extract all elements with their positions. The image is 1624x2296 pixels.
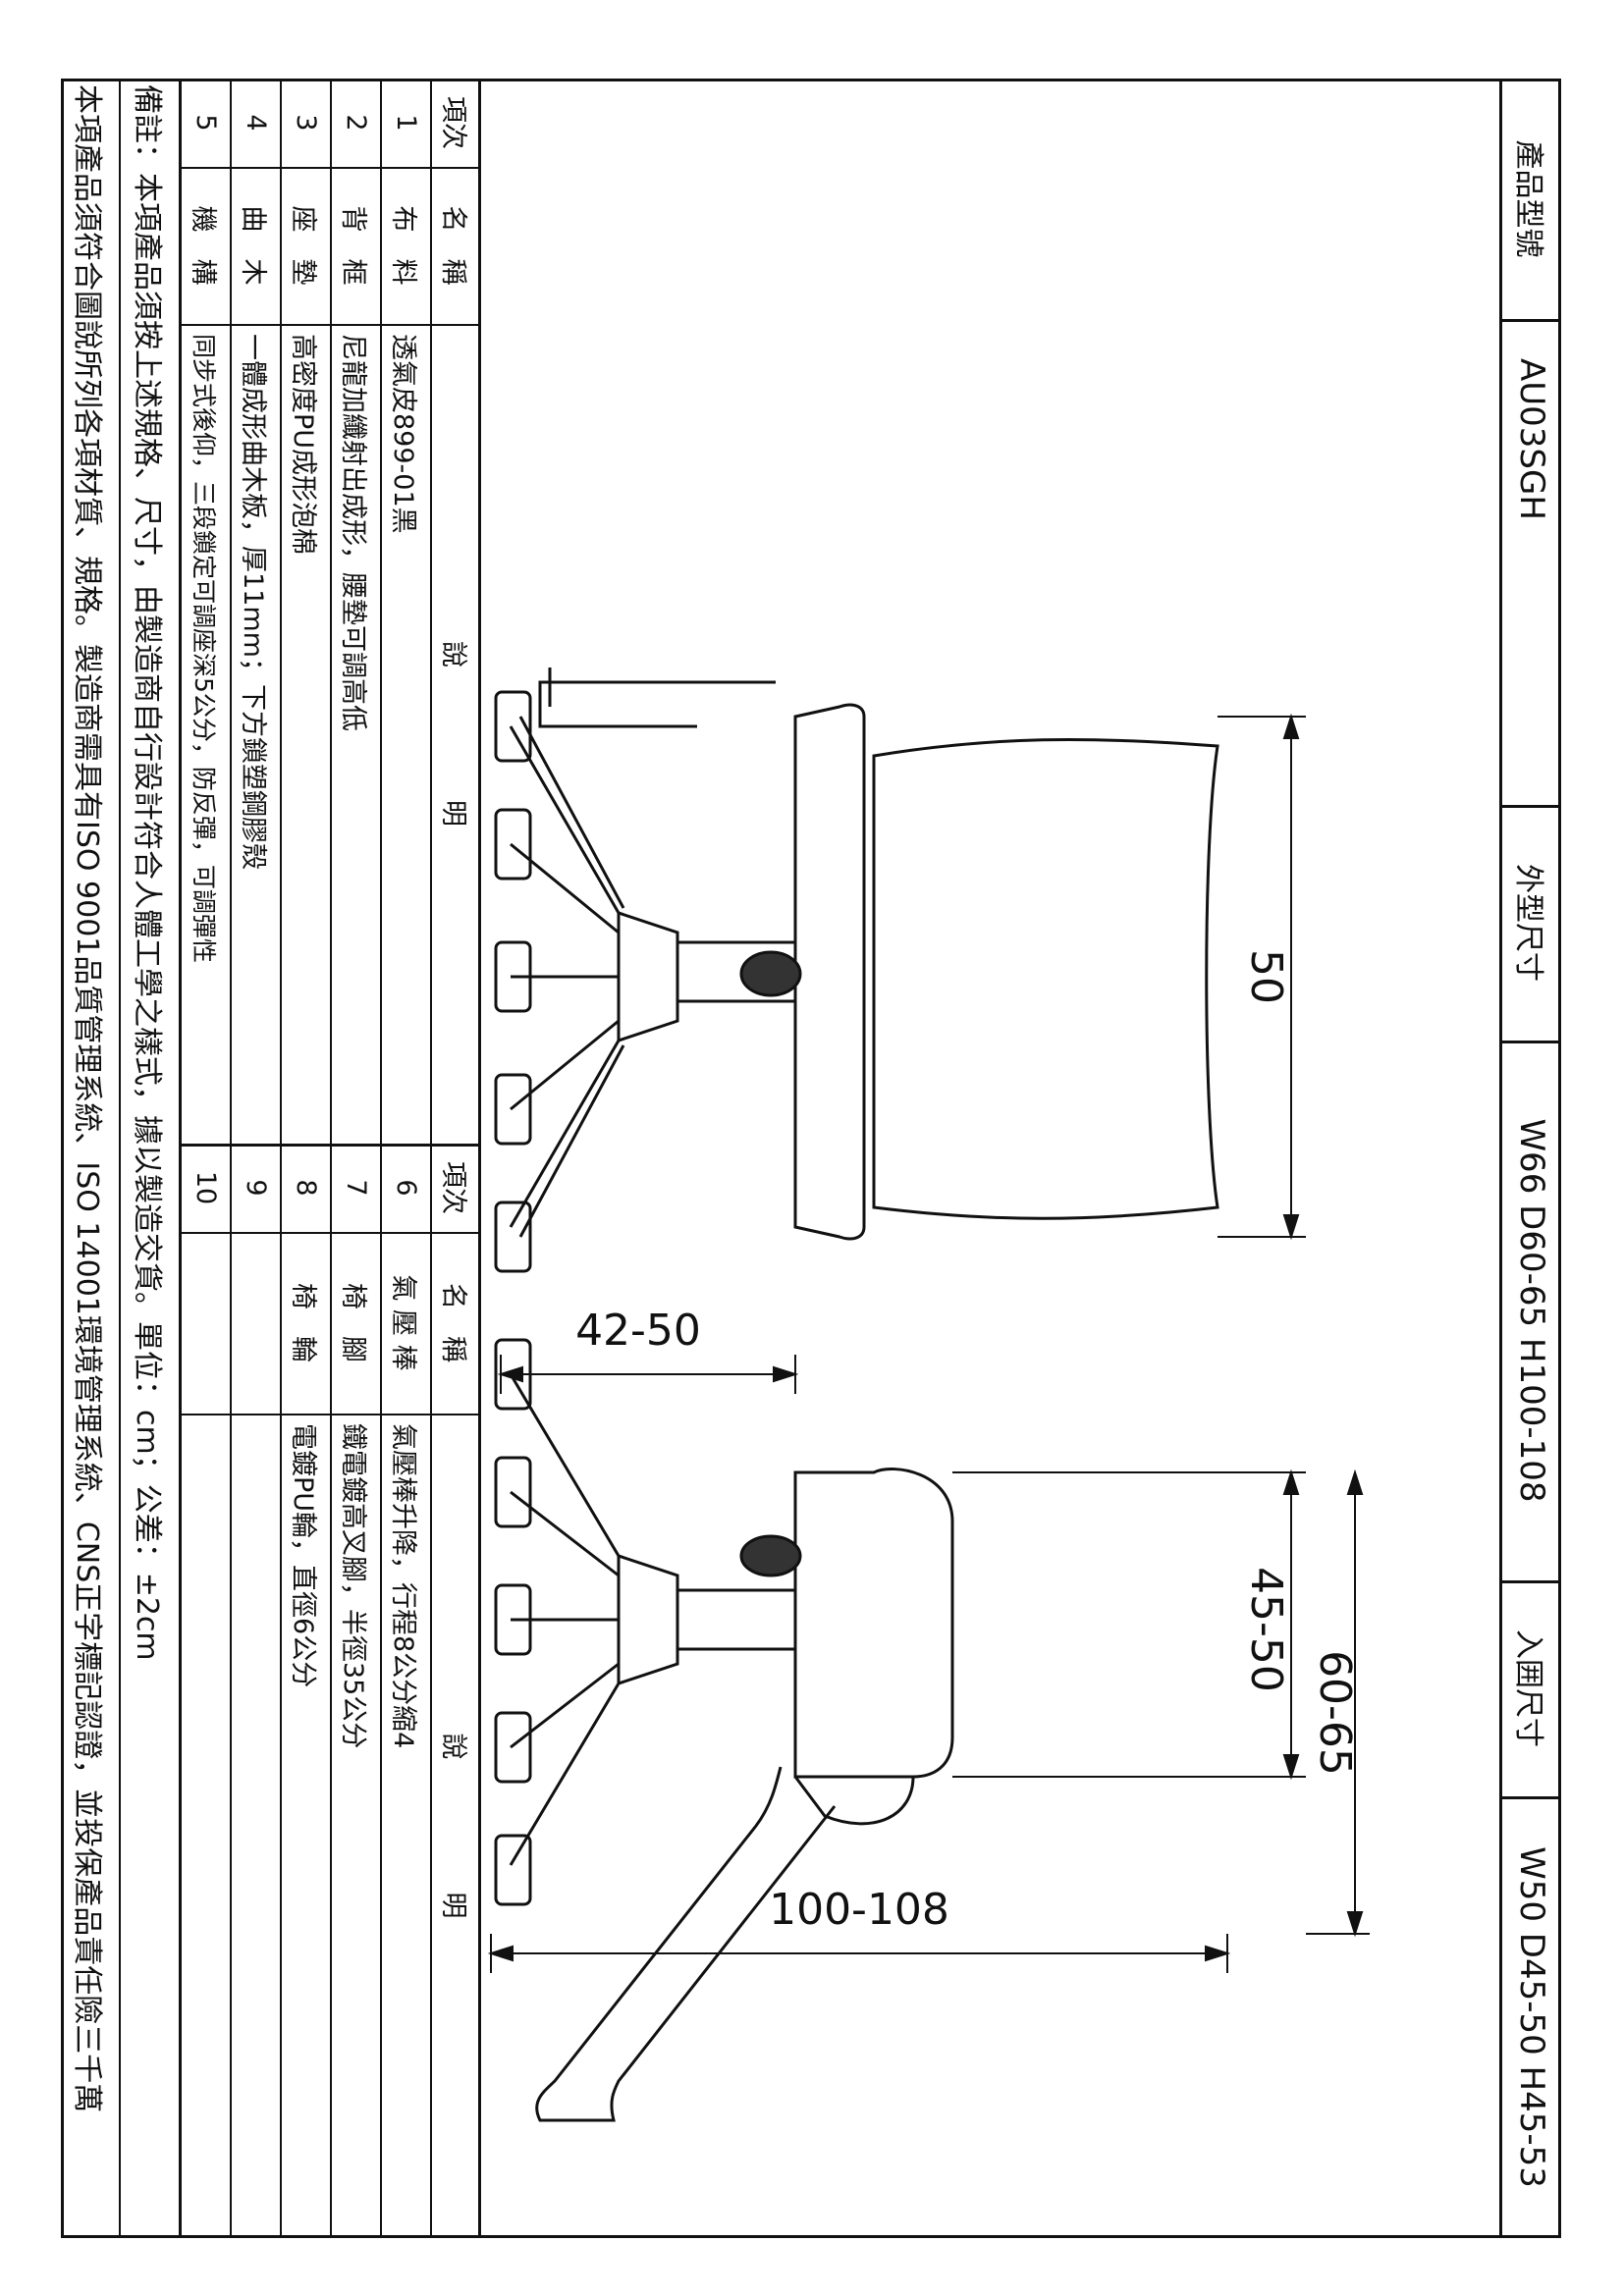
row-name [232,1232,280,1414]
inner-size-label: 入囲尺寸 [1511,1629,1545,1747]
col-header-name: 名 稱 [438,1283,469,1362]
row-desc: 氣壓棒升降，行程8公分縮4 [388,1423,418,1749]
outer-size-label: 外型尺寸 [1511,864,1545,982]
row-desc: 一體成形曲木板，厚11mm；下方鎖塑鋼膠殼 [238,334,268,870]
caster-group [494,690,532,1273]
side-total-dimension [1306,1468,1370,1938]
col-header-name: 名 稱 [438,205,469,286]
col-header-desc: 說 明 [438,1733,469,1919]
row-desc [232,1414,280,2238]
row-no: 2 [341,114,371,132]
row-no: 7 [341,1179,371,1197]
front-height-dimension [1218,713,1306,1241]
row-name: 布 料 [388,205,418,286]
row-name: 曲 木 [238,205,268,286]
row-no: 10 [190,1170,221,1205]
side-back-frame [535,1766,915,2122]
row-name: 椅 輪 [288,1283,318,1362]
front-view-drawing [494,667,1219,1273]
side-view-drawing [494,1338,954,2122]
note-line-1: 備註：本項產品須按上述規格、尺寸，由製造商自行設計符合人體工學之樣式，據以製造交… [130,84,164,1661]
row-name [182,1232,230,1414]
row-name: 機 構 [188,205,218,286]
row-name: 背 框 [338,205,368,286]
inner-size-value: W50 D45-50 H45-53 [1512,1846,1551,2188]
row-no: 9 [241,1179,271,1197]
backrest-outline [872,737,1219,1220]
notes-rule [119,79,121,2238]
row-desc: 高密度PU成形泡棉 [288,334,318,556]
col-header-no: 項次 [438,96,469,149]
col-header-desc: 說 明 [438,641,469,827]
model-label: 產品型號 [1511,139,1545,258]
row-no: 3 [291,114,321,132]
row-desc: 同步式後仰，三段鎖定可調座深5公分，防反彈，可調彈性 [189,334,219,963]
row-name: 椅 腳 [338,1283,368,1362]
outer-size-value: W66 D60-65 H100-108 [1512,1118,1551,1503]
row-desc: 尼龍加纖射出成形，腰墊可調高低 [338,334,368,731]
drawing-area: 50 42-50 [487,667,1370,2122]
model-value: AU03SGH [1512,358,1551,520]
side-height-label: 100-108 [769,1885,949,1935]
side-height-dimension [487,1934,1231,1973]
col-header-no: 項次 [438,1161,469,1214]
row-desc [182,1414,230,2238]
side-seat-dimension [952,1468,1306,1781]
row-name: 座 墊 [288,205,318,286]
lever-outline [538,680,776,728]
row-no: 4 [241,114,271,132]
row-no: 6 [391,1179,421,1197]
front-height-label: 50 [1241,949,1291,1004]
chair-base [617,910,679,1043]
row-no: 8 [291,1179,321,1197]
row-no: 5 [190,114,221,132]
rotated-page: 產品型號 AU03SGH 外型尺寸 W66 D60-65 H100-108 入囲… [61,79,1561,2238]
side-seat-outline [793,1468,954,1779]
note-line-2: 本項產品須符合圖說所列各項材質、規格。製造商需具有ISO 9001品質管理系統、… [70,84,104,2113]
row-name: 氣 壓 棒 [388,1274,418,1371]
front-width-label: 42-50 [575,1306,701,1356]
seat-outline [793,703,866,1241]
row-desc: 電鍍PU輪，直徑6公分 [288,1423,318,1688]
row-desc: 鐵電鍍高叉腳，半徑35公分 [338,1423,368,1749]
row-no: 1 [391,114,421,132]
row-desc: 透氣皮899-01黑 [388,334,418,534]
side-total-depth-label: 60-65 [1310,1650,1360,1776]
front-width-dimension [497,1355,799,1394]
side-seat-depth-label: 45-50 [1241,1567,1291,1692]
